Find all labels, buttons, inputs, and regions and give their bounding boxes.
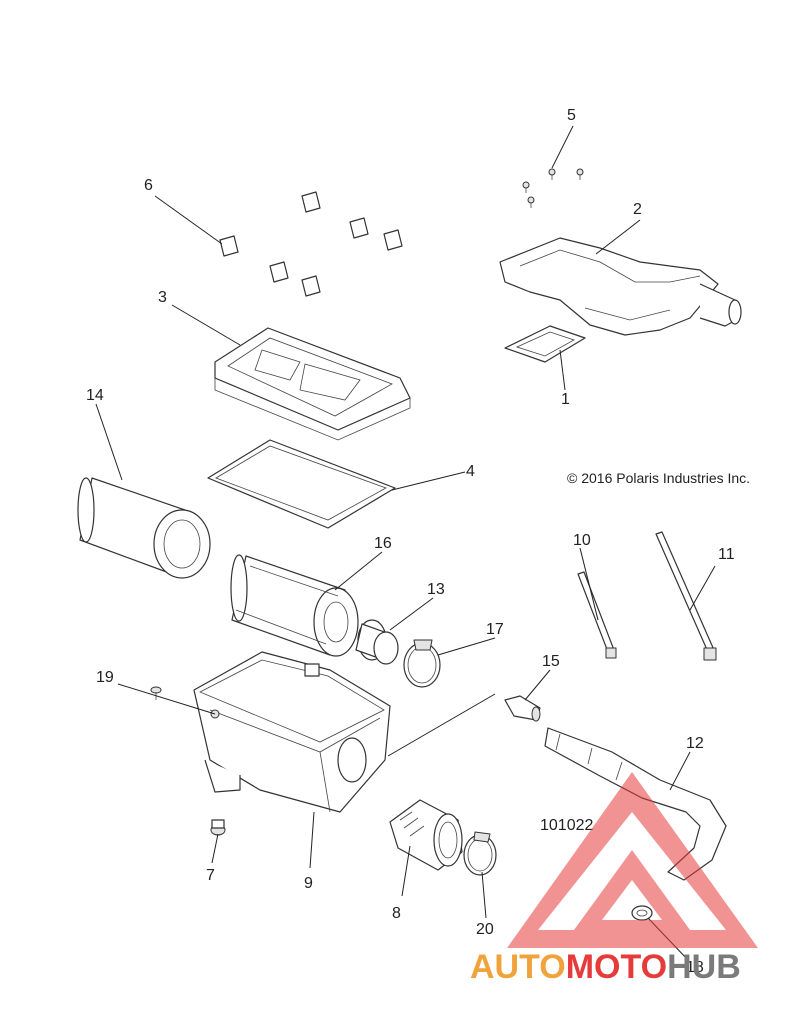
watermark-text: AUTOMOTOHUB bbox=[470, 948, 741, 986]
hose-clamp-18 bbox=[631, 905, 653, 921]
callout-2: 2 bbox=[633, 201, 642, 218]
callout-9: 9 bbox=[304, 875, 313, 892]
duct-gasket bbox=[504, 325, 586, 363]
airbox-cover bbox=[214, 327, 411, 441]
copyright-text: © 2016 Polaris Industries Inc. bbox=[567, 470, 750, 486]
cable-tie-11 bbox=[655, 531, 717, 661]
air-filter bbox=[230, 554, 359, 657]
callout-labels: 5 2 1 6 3 4 14 16 13 17 15 19 10 11 12 7… bbox=[86, 107, 735, 976]
airbox-base bbox=[193, 651, 391, 813]
callout-12: 12 bbox=[686, 735, 704, 752]
callout-13: 13 bbox=[427, 581, 445, 598]
callout-10: 10 bbox=[573, 532, 591, 549]
intake-duct bbox=[499, 237, 742, 336]
callout-19: 19 bbox=[96, 669, 114, 686]
svg-text:AUTOMOTOHUB: AUTOMOTOHUB bbox=[470, 948, 741, 986]
watermark-logo bbox=[507, 772, 758, 948]
pre-filter-sleeve bbox=[77, 477, 211, 579]
watermark-auto: AUTO bbox=[470, 948, 566, 986]
callout-20: 20 bbox=[476, 921, 494, 938]
leader-lines bbox=[95, 125, 716, 961]
callout-3: 3 bbox=[158, 289, 167, 306]
callout-16: 16 bbox=[374, 535, 392, 552]
diagram-reference: 101022 bbox=[540, 817, 593, 834]
callout-1: 1 bbox=[561, 391, 570, 408]
breather-hose bbox=[544, 727, 727, 881]
callout-7: 7 bbox=[206, 867, 215, 884]
cover-seal bbox=[207, 439, 396, 529]
filter-coupler bbox=[355, 619, 399, 665]
fitting-15 bbox=[504, 695, 541, 722]
callout-14: 14 bbox=[86, 387, 104, 404]
callout-15: 15 bbox=[542, 653, 560, 670]
callout-18: 18 bbox=[686, 959, 704, 976]
callout-17: 17 bbox=[486, 621, 504, 638]
callout-11: 11 bbox=[718, 546, 735, 563]
grommet-7 bbox=[210, 819, 226, 836]
callout-4: 4 bbox=[466, 463, 475, 480]
hose-clamp-20 bbox=[463, 831, 497, 876]
callout-5: 5 bbox=[567, 107, 576, 124]
intake-boot bbox=[389, 799, 463, 871]
screw-19 bbox=[150, 686, 162, 700]
screws bbox=[522, 168, 584, 208]
hose-clamp-17 bbox=[403, 639, 441, 688]
callout-6: 6 bbox=[144, 177, 153, 194]
callout-8: 8 bbox=[392, 905, 401, 922]
watermark-moto: MOTO bbox=[566, 948, 667, 986]
watermark-hub: HUB bbox=[667, 948, 741, 986]
clips bbox=[219, 191, 403, 297]
